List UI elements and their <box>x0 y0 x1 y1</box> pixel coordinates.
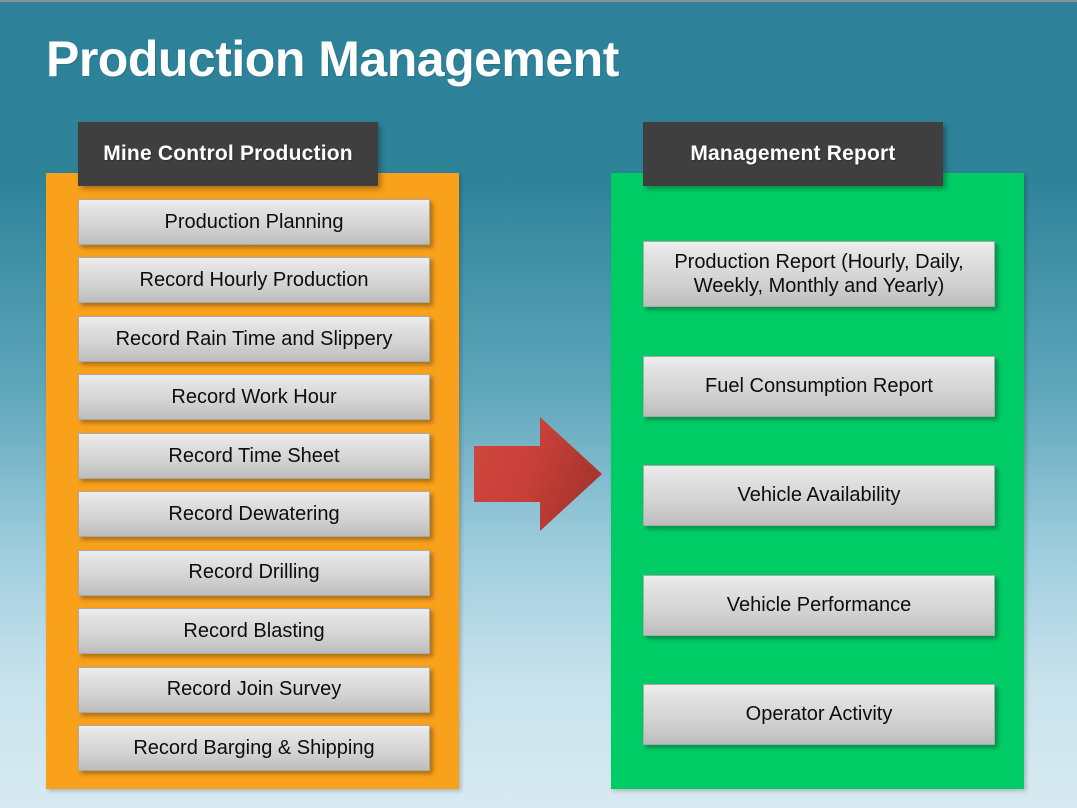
panel-management-report: Management Report Production Report (Hou… <box>611 122 1024 789</box>
item-button[interactable]: Vehicle Availability <box>643 465 995 526</box>
item-button[interactable]: Record Barging & Shipping <box>78 724 430 771</box>
report-item-list: Production Report (Hourly, Daily, Weekly… <box>643 241 995 745</box>
item-button[interactable]: Production Planning <box>78 199 430 245</box>
page-title: Production Management <box>46 31 619 87</box>
panel-header-mine-control-production: Mine Control Production <box>78 122 378 186</box>
item-button[interactable]: Record Hourly Production <box>78 257 430 304</box>
item-button[interactable]: Record Dewatering <box>78 491 430 538</box>
item-button[interactable]: Record Join Survey <box>78 666 430 713</box>
item-button[interactable]: Vehicle Performance <box>643 574 995 636</box>
item-button[interactable]: Record Blasting <box>78 608 430 655</box>
panel-mine-control-production: Mine Control Production Production Plann… <box>46 122 459 789</box>
item-button[interactable]: Operator Activity <box>643 684 995 745</box>
item-button[interactable]: Record Drilling <box>78 549 430 596</box>
item-button[interactable]: Record Time Sheet <box>78 432 430 479</box>
right-arrow-icon <box>474 417 602 531</box>
item-button[interactable]: Fuel Consumption Report <box>643 355 995 417</box>
item-button[interactable]: Record Rain Time and Slippery <box>78 315 430 362</box>
item-button[interactable]: Production Report (Hourly, Daily, Weekly… <box>643 241 995 307</box>
item-button[interactable]: Record Work Hour <box>78 374 430 421</box>
panel-header-management-report: Management Report <box>643 122 943 186</box>
